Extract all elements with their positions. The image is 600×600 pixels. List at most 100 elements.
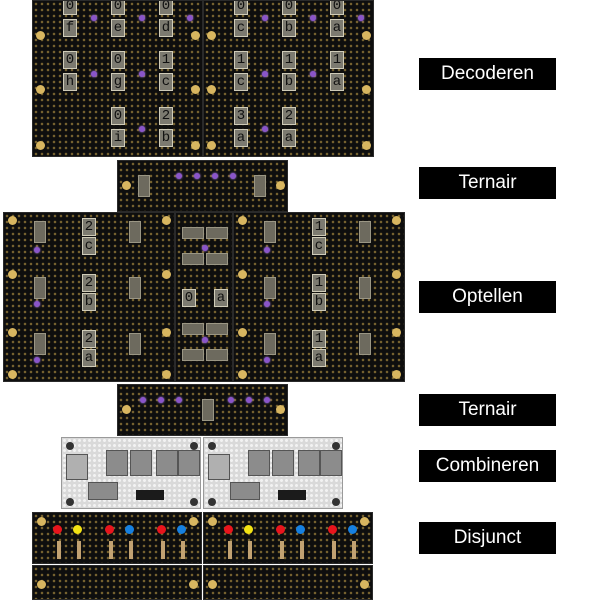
decoder-cell-letter: b [282, 19, 296, 37]
decoder-cell-value: 3 [234, 107, 248, 125]
adder-cell-value: 2 [82, 330, 96, 348]
adder-cell-value: 2 [82, 218, 96, 236]
decoder-cell-value: 0 [111, 1, 125, 15]
blue-led [125, 525, 134, 534]
purple-led [264, 301, 270, 307]
ternary-board-bottom [117, 384, 288, 436]
resistor-pack [206, 253, 228, 265]
relay [298, 450, 320, 476]
resistor-pack [34, 277, 46, 299]
purple-led [264, 247, 270, 253]
resistor-pack [129, 221, 141, 243]
mount-hole [238, 216, 247, 225]
purple-led [176, 397, 182, 403]
purple-led [202, 245, 208, 251]
resistor [77, 541, 81, 559]
adder-board-right: 1 c 1 b 1 a [233, 212, 405, 382]
purple-led [358, 15, 364, 21]
adder-cell-letter: a [312, 349, 326, 367]
decoder-cell-value: 0 [282, 1, 296, 15]
decoder-cell-value: 0 [63, 1, 77, 15]
purple-led [139, 15, 145, 21]
mount-hole [37, 517, 46, 526]
mount-hole [362, 31, 371, 40]
resistor-pack [359, 221, 371, 243]
mount-hole [392, 328, 401, 337]
relay [106, 450, 128, 476]
relay [248, 450, 270, 476]
resistor-pack [129, 333, 141, 355]
relay [130, 450, 152, 476]
decoder-cell-letter: a [330, 73, 344, 91]
label-combineren: Combineren [419, 450, 556, 482]
decoder-cell-value: 0 [159, 1, 173, 15]
relay [156, 450, 178, 476]
resistor-pack [182, 227, 204, 239]
adder-cell-letter: b [82, 293, 96, 311]
red-led [328, 525, 337, 534]
adder-cell-letter: a [214, 289, 228, 307]
decoder-cell-letter: e [111, 19, 125, 37]
mount-screw [332, 498, 340, 506]
mount-hole [276, 181, 285, 190]
mount-screw [190, 498, 198, 506]
resistor [280, 541, 284, 559]
resistor-pack [34, 221, 46, 243]
red-led [105, 525, 114, 534]
resistor-pack [359, 333, 371, 355]
connector-board-right [203, 565, 373, 600]
purple-led [158, 397, 164, 403]
mount-screw [332, 442, 340, 450]
purple-led [212, 173, 218, 179]
purple-led [176, 173, 182, 179]
mount-hole [207, 141, 216, 150]
red-led [224, 525, 233, 534]
yellow-led [244, 525, 253, 534]
mount-hole [392, 370, 401, 379]
purple-led [264, 357, 270, 363]
disjunct-board-right [203, 512, 373, 564]
mount-hole [36, 85, 45, 94]
mount-hole [36, 141, 45, 150]
decoder-cell-value: 2 [282, 107, 296, 125]
mount-hole [8, 216, 17, 225]
resistor-pack [264, 333, 276, 355]
decoder-cell-letter: d [159, 19, 173, 37]
decoder-cell-value: 1 [330, 51, 344, 69]
resistor-pack [182, 349, 204, 361]
disjunct-board-left [32, 512, 202, 564]
decoder-cell-letter: c [234, 73, 248, 91]
decoder-cell-letter: a [234, 129, 248, 147]
relay [320, 450, 342, 476]
blue-led [348, 525, 357, 534]
purple-led [264, 397, 270, 403]
mount-hole [37, 580, 46, 589]
purple-led [140, 397, 146, 403]
decoder-cell-letter: c [159, 73, 173, 91]
mount-hole [122, 181, 131, 190]
combiner-board-right [203, 437, 343, 509]
resistor-pack [206, 349, 228, 361]
mount-hole [207, 85, 216, 94]
ic-chip [278, 490, 306, 500]
red-led [53, 525, 62, 534]
purple-led [91, 15, 97, 21]
mount-hole [162, 328, 171, 337]
mount-hole [360, 517, 369, 526]
resistor [228, 541, 232, 559]
mount-hole [122, 405, 131, 414]
mount-hole [189, 517, 198, 526]
resistor [129, 541, 133, 559]
hole-grid [204, 566, 372, 599]
adder-board-center: 0 a [175, 212, 233, 382]
decoder-cell-value: 2 [159, 107, 173, 125]
purple-led [246, 397, 252, 403]
mount-hole [8, 370, 17, 379]
resistor-pack [129, 277, 141, 299]
decoder-cell-value: 0 [111, 51, 125, 69]
mount-hole [189, 580, 198, 589]
adder-cell-letter: b [312, 293, 326, 311]
mount-hole [238, 270, 247, 279]
decoder-cell-letter: i [111, 129, 125, 147]
resistor-pack [254, 175, 266, 197]
